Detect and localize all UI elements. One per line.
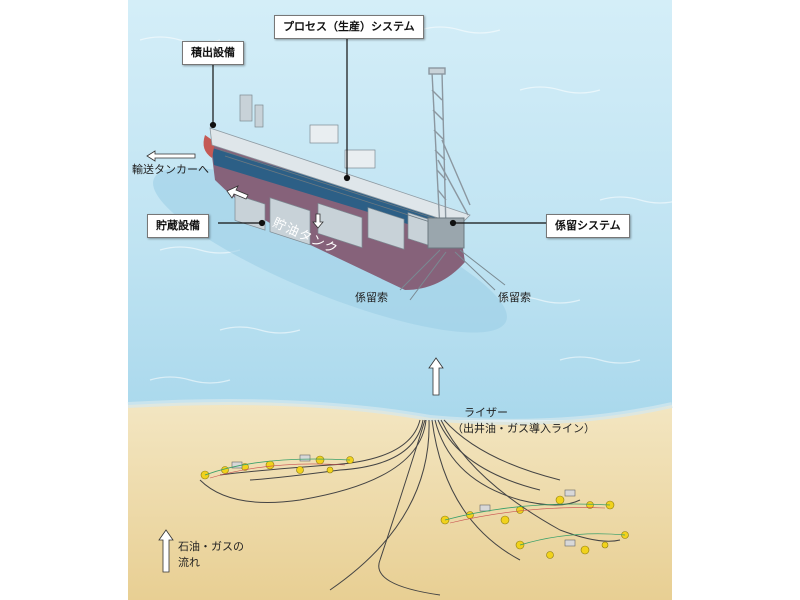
flow-legend-label-2: 流れ bbox=[178, 556, 200, 569]
riser-label: ライザー bbox=[464, 406, 508, 419]
arrow-riser-up bbox=[428, 357, 444, 396]
deck-equipment bbox=[234, 94, 435, 250]
process-system-label: プロセス（生産）システム bbox=[274, 15, 424, 39]
mooring-system-label: 係留システム bbox=[546, 214, 630, 238]
subsea-equipment bbox=[200, 455, 629, 559]
mooring-lines bbox=[399, 249, 506, 301]
callout-leaders bbox=[209, 38, 546, 227]
riser-lines bbox=[199, 419, 621, 596]
subsea-flowlines-red bbox=[209, 463, 606, 524]
flare-tower bbox=[428, 67, 471, 231]
to-tanker-label: 輸送タンカーへ bbox=[132, 163, 209, 176]
mooring-line-left-label: 係留索 bbox=[355, 291, 388, 304]
arrow-deck-left bbox=[226, 185, 249, 200]
offloading-label: 積出設備 bbox=[182, 41, 244, 65]
deck-pipes bbox=[219, 149, 456, 231]
subsea-manifolds bbox=[231, 454, 576, 547]
arrow-deck-down bbox=[312, 213, 324, 229]
ship-deck bbox=[209, 127, 471, 226]
seabed bbox=[128, 401, 672, 600]
arrow-legend-up bbox=[158, 529, 174, 573]
flow-arrows bbox=[146, 150, 444, 573]
arrow-to-tanker bbox=[146, 150, 196, 162]
seabed-edge bbox=[127, 398, 673, 425]
subsea-flowlines bbox=[204, 458, 626, 546]
riser-sublabel: （出井油・ガス導入ライン） bbox=[452, 422, 595, 435]
storage-label: 貯蔵設備 bbox=[147, 214, 209, 238]
flow-legend-label-1: 石油・ガスの bbox=[178, 540, 244, 553]
mooring-line-right-label: 係留索 bbox=[498, 291, 531, 304]
